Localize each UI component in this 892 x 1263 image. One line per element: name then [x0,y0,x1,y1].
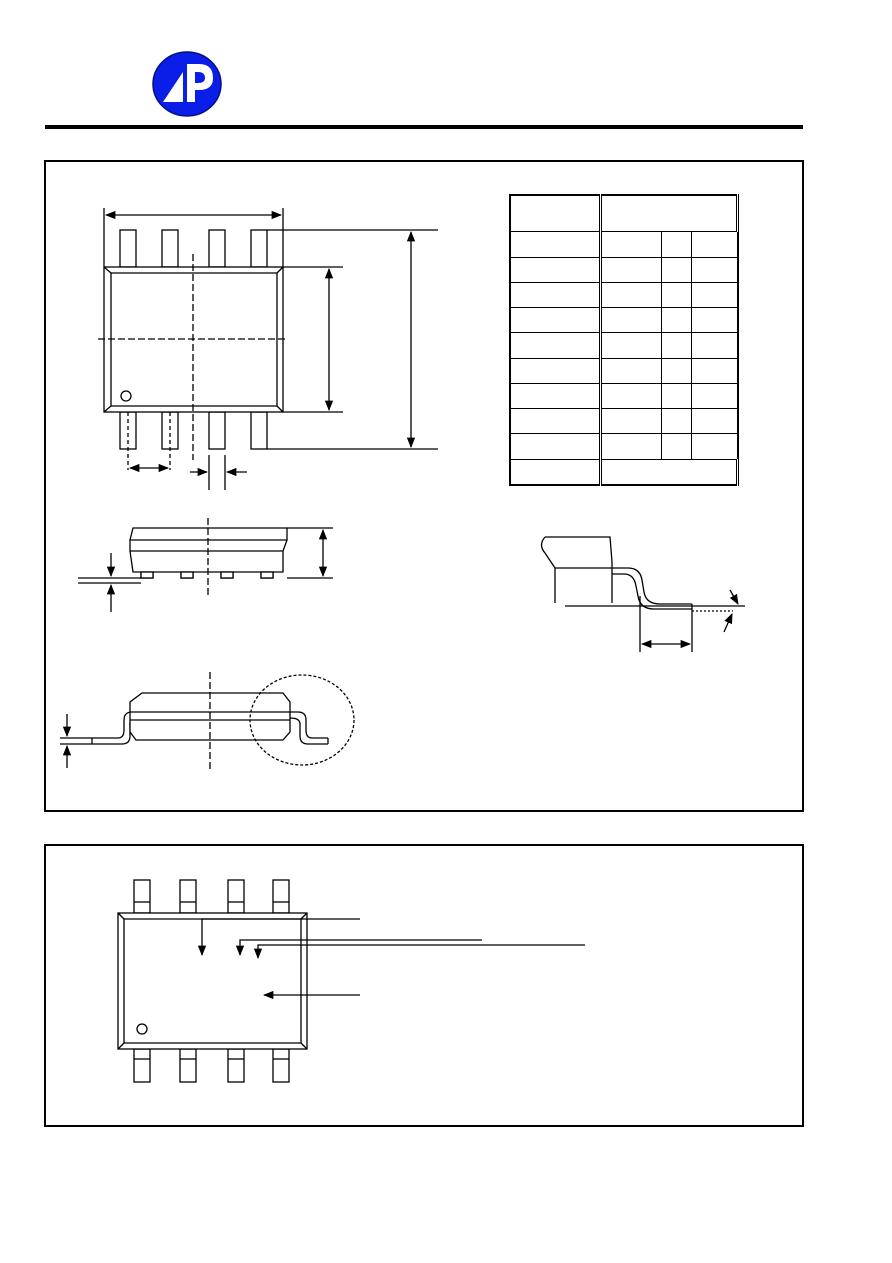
table-row [509,231,738,258]
package-outline-panel [44,160,804,812]
table-row [509,382,738,410]
marking-drawing [117,879,585,1083]
ap-logo-icon [152,51,222,117]
marking-info-panel [44,844,804,1127]
side-view-drawing [78,518,333,612]
table-row [509,433,738,460]
table-row [509,408,738,435]
top-view-drawing [98,208,438,490]
front-view-drawing [60,672,355,772]
table-row [509,458,739,486]
table-header-cell [600,194,739,233]
table-row [509,256,738,283]
header-rule [45,125,803,129]
table-row [509,307,738,334]
pin-1-dot-icon [120,390,132,402]
dimension-table [509,194,739,486]
lead-detail-drawing [540,536,745,652]
table-row [509,357,738,384]
pin-1-dot-icon [136,1023,148,1035]
